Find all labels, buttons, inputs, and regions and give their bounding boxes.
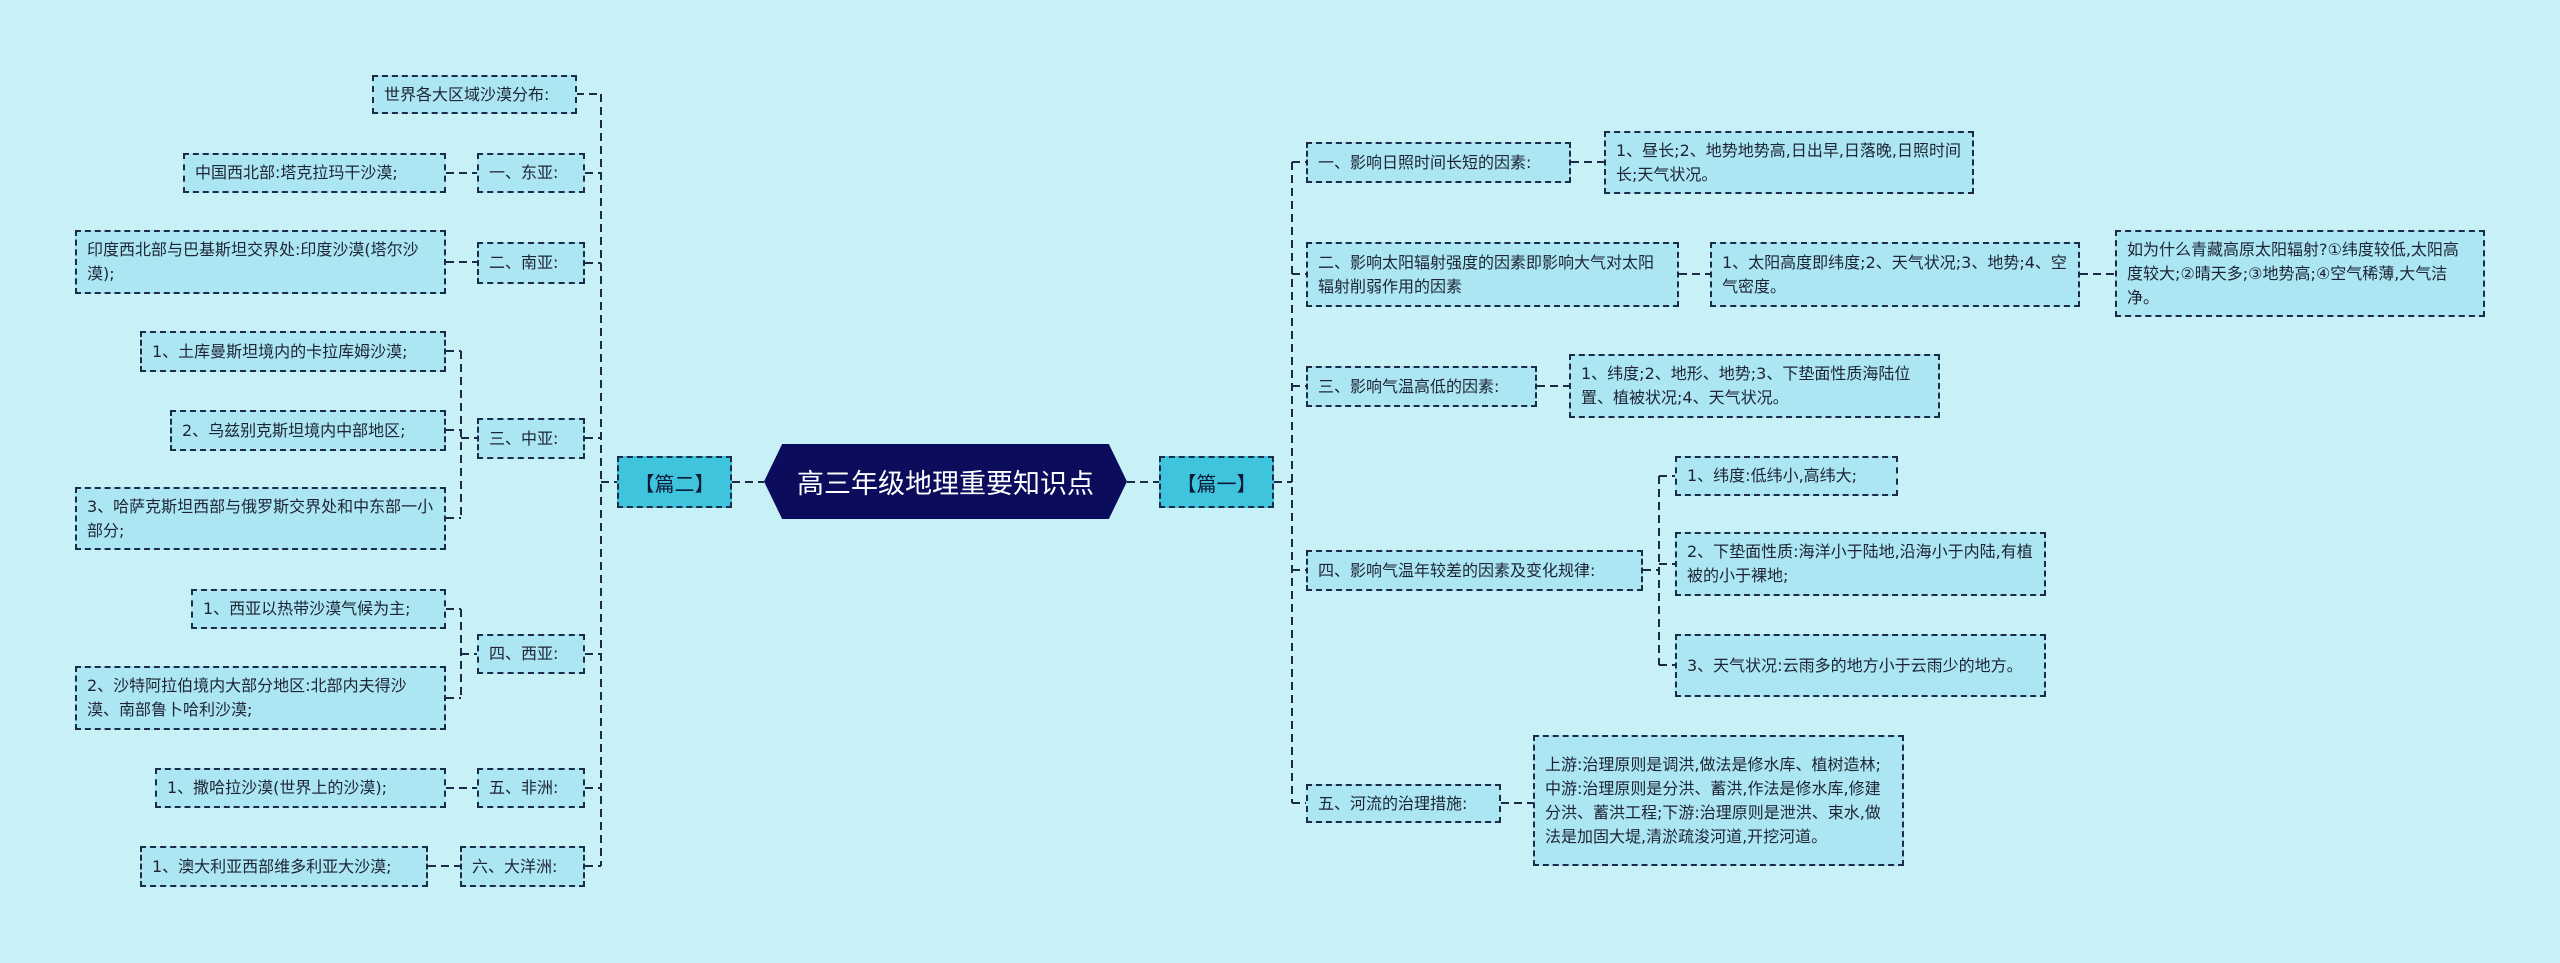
node-text: 上游:治理原则是调洪,做法是修水库、植树造林;中游:治理原则是分洪、蓄洪,作法是… [1545,754,1881,846]
group-central-asia[interactable]: 三、中亚: [477,418,585,459]
node-text: 2、沙特阿拉伯境内大部分地区:北部内夫得沙漠、南部鲁卜哈利沙漠; [87,676,407,719]
node-text: 1、西亚以热带沙漠气候为主; [203,599,411,618]
branch-part-two[interactable]: 【篇二】 [617,456,732,508]
list-item[interactable]: 1、土库曼斯坦境内的卡拉库姆沙漠; [140,331,446,372]
node-text: 中国西北部:塔克拉玛干沙漠; [195,163,398,182]
node-text: 如为什么青藏高原太阳辐射?①纬度较低,太阳高度较大;②晴天多;③地势高;④空气稀… [2127,239,2459,307]
list-item[interactable]: 1、昼长;2、地势地势高,日出早,日落晚,日照时间长;天气状况。 [1604,131,1974,194]
group-solar-radiation[interactable]: 二、影响太阳辐射强度的因素即影响大气对太阳辐射削弱作用的因素 [1306,242,1679,307]
node-text: 3、天气状况:云雨多的地方小于云雨少的地方。 [1687,655,2023,675]
node-text: 六、大洋洲: [472,856,558,876]
group-east-asia[interactable]: 一、东亚: [477,153,585,193]
node-text: 五、非洲: [489,778,559,797]
node-text: 1、太阳高度即纬度;2、天气状况;3、地势;4、空气密度。 [1722,252,2067,296]
node-text: 四、西亚: [489,644,559,663]
list-item[interactable]: 2、乌兹别克斯坦境内中部地区; [170,410,446,451]
node-text: 1、撒哈拉沙漠(世界上的沙漠); [167,778,388,797]
node-text: 五、河流的治理措施: [1318,793,1468,813]
group-west-asia[interactable]: 四、西亚: [477,634,585,674]
list-item[interactable]: 上游:治理原则是调洪,做法是修水库、植树造林;中游:治理原则是分洪、蓄洪,作法是… [1533,735,1904,866]
branch-label: 【篇二】 [634,471,715,496]
node-text: 世界各大区域沙漠分布: [384,84,550,104]
list-item[interactable]: 中国西北部:塔克拉玛干沙漠; [183,153,446,193]
central-topic-label: 高三年级地理重要知识点 [797,469,1094,500]
node-text: 1、纬度;2、地形、地势;3、下垫面性质海陆位置、植被状况;4、天气状况。 [1581,364,1911,407]
node-text: 三、影响气温高低的因素: [1318,376,1500,396]
node-text: 1、澳大利亚西部维多利亚大沙漠; [152,856,392,876]
central-topic[interactable]: 高三年级地理重要知识点 [764,444,1127,519]
list-item[interactable]: 3、天气状况:云雨多的地方小于云雨少的地方。 [1675,634,2046,697]
list-item[interactable]: 3、哈萨克斯坦西部与俄罗斯交界处和中东部一小部分; [75,487,446,550]
node-text: 四、影响气温年较差的因素及变化规律: [1318,560,1596,580]
list-item[interactable]: 2、下垫面性质:海洋小于陆地,沿海小于内陆,有植被的小于裸地; [1675,532,2046,596]
node-text: 3、哈萨克斯坦西部与俄罗斯交界处和中东部一小部分; [87,496,434,540]
node-text: 2、下垫面性质:海洋小于陆地,沿海小于内陆,有植被的小于裸地; [1687,542,2033,585]
node-text: 三、中亚: [489,428,559,448]
list-item[interactable]: 1、太阳高度即纬度;2、天气状况;3、地势;4、空气密度。 [1710,242,2080,307]
list-item[interactable]: 1、撒哈拉沙漠(世界上的沙漠); [155,768,446,808]
group-river-management[interactable]: 五、河流的治理措施: [1306,784,1501,823]
desert-distribution-heading[interactable]: 世界各大区域沙漠分布: [372,75,577,114]
detail-item[interactable]: 如为什么青藏高原太阳辐射?①纬度较低,太阳高度较大;②晴天多;③地势高;④空气稀… [2115,230,2485,317]
list-item[interactable]: 1、澳大利亚西部维多利亚大沙漠; [140,846,428,887]
node-text: 一、影响日照时间长短的因素: [1318,152,1532,172]
node-text: 一、东亚: [489,163,559,182]
branch-part-one[interactable]: 【篇一】 [1159,456,1274,508]
group-south-asia[interactable]: 二、南亚: [477,242,585,284]
node-text: 1、纬度:低纬小,高纬大; [1687,466,1858,485]
node-text: 1、土库曼斯坦境内的卡拉库姆沙漠; [152,341,408,361]
node-text: 1、昼长;2、地势地势高,日出早,日落晚,日照时间长;天气状况。 [1616,140,1962,184]
group-sunshine-duration[interactable]: 一、影响日照时间长短的因素: [1306,142,1571,183]
group-africa[interactable]: 五、非洲: [477,768,585,808]
list-item[interactable]: 印度西北部与巴基斯坦交界处:印度沙漠(塔尔沙漠); [75,230,446,294]
group-oceania[interactable]: 六、大洋洲: [460,846,585,887]
node-text: 二、南亚: [489,253,559,272]
node-text: 二、影响太阳辐射强度的因素即影响大气对太阳辐射削弱作用的因素 [1318,252,1655,296]
group-temperature[interactable]: 三、影响气温高低的因素: [1306,366,1537,407]
list-item[interactable]: 1、纬度:低纬小,高纬大; [1675,456,1898,496]
branch-label: 【篇一】 [1176,471,1257,496]
node-text: 2、乌兹别克斯坦境内中部地区; [182,420,406,440]
node-text: 印度西北部与巴基斯坦交界处:印度沙漠(塔尔沙漠); [87,240,419,283]
group-annual-range[interactable]: 四、影响气温年较差的因素及变化规律: [1306,550,1643,591]
list-item[interactable]: 1、西亚以热带沙漠气候为主; [191,589,446,629]
list-item[interactable]: 1、纬度;2、地形、地势;3、下垫面性质海陆位置、植被状况;4、天气状况。 [1569,354,1940,418]
list-item[interactable]: 2、沙特阿拉伯境内大部分地区:北部内夫得沙漠、南部鲁卜哈利沙漠; [75,666,446,730]
